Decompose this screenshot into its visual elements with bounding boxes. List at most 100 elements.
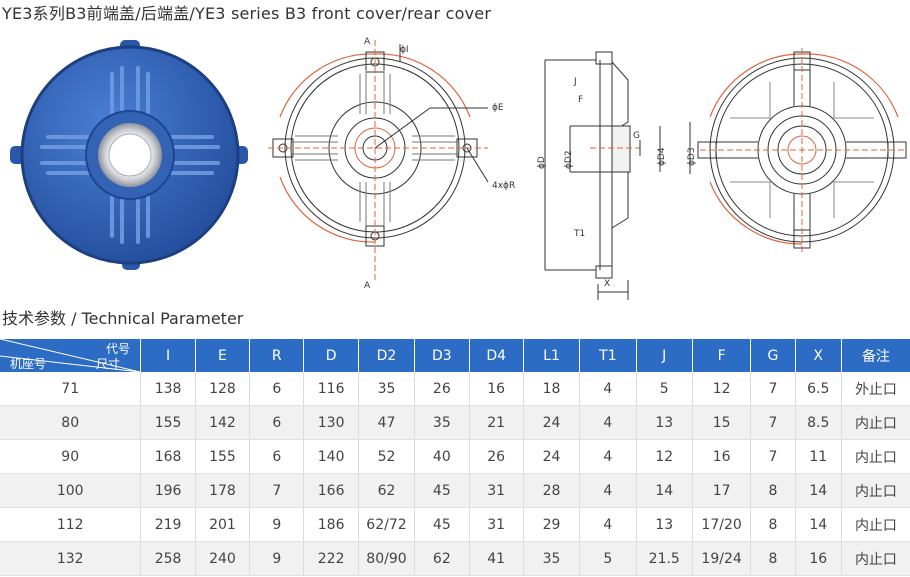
table-cell: 8 [750, 541, 796, 576]
table-cell: 128 [195, 372, 251, 406]
table-cell: 8 [750, 473, 796, 508]
phi-d-label: ϕD [537, 156, 547, 169]
table-cell: 140 [303, 439, 359, 474]
table-cell: 12 [692, 372, 752, 406]
corner-code-label: 代号 [105, 342, 130, 356]
table-cell: 186 [303, 507, 359, 542]
table-cell: 14 [636, 473, 693, 508]
table-cell: 21.5 [636, 541, 693, 576]
table-cell: 5 [579, 541, 637, 576]
table-cell: 90 [0, 439, 142, 474]
rear-view-drawing [697, 48, 907, 254]
front-view-drawing [268, 40, 489, 282]
section-a-top-label: A [364, 37, 371, 47]
table-cell: 5 [636, 372, 693, 406]
corner-frame-label: 机座号 [10, 357, 47, 371]
table-cell: 内止口 [841, 541, 910, 576]
table-cell: 41 [469, 541, 524, 576]
table-cell: 6 [249, 405, 305, 440]
drawings-area: A ϕI ϕE 4xϕR A J F ϕD ϕD2 G ϕD4 ϕD3 T1 X… [10, 37, 907, 300]
column-header: R [249, 339, 305, 372]
table-cell: 16 [469, 372, 524, 406]
phi-d2-label: ϕD2 [564, 150, 574, 169]
table-cell: 35 [358, 372, 416, 406]
table-cell: 130 [303, 405, 359, 440]
column-header: D2 [358, 339, 416, 372]
phi-i-label: ϕI [400, 45, 409, 55]
table-cell: 240 [195, 541, 251, 576]
table-cell: 12 [636, 439, 693, 474]
corner-size-label: 尺寸 [95, 357, 120, 371]
column-header: D4 [469, 339, 524, 372]
table-cell: 80/90 [358, 541, 416, 576]
table-cell: 31 [469, 507, 524, 542]
table-cell: 内止口 [841, 439, 910, 474]
table-cell: 45 [414, 473, 470, 508]
column-header: I [140, 339, 196, 372]
table-cell: 168 [140, 439, 196, 474]
table-cell: 9 [249, 541, 305, 576]
table-cell: 16 [692, 439, 752, 474]
table-cell: 9 [249, 507, 305, 542]
table-cell: 258 [140, 541, 196, 576]
table-cell: 7 [249, 473, 305, 508]
table-cell: 47 [358, 405, 416, 440]
parameter-table: 代号 尺寸 机座号 I E R D D2 D3 D4 L1 T1 J F G X… [0, 339, 910, 576]
j-label: J [573, 77, 577, 87]
column-header: D [303, 339, 359, 372]
t1-label: T1 [573, 229, 585, 239]
column-header: 备注 [841, 339, 910, 372]
table-cell: 35 [523, 541, 581, 576]
table-cell: 31 [469, 473, 524, 508]
table-cell: 19/24 [692, 541, 752, 576]
table-cell: 18 [523, 372, 581, 406]
table-cell: 13 [636, 507, 693, 542]
table-cell: 17 [692, 473, 752, 508]
phi-e-label: ϕE [492, 103, 504, 113]
table-cell: 13 [636, 405, 693, 440]
table-cell: 80 [0, 405, 142, 440]
table-cell: 26 [414, 372, 470, 406]
table-corner-header: 代号 尺寸 机座号 [0, 339, 142, 372]
column-header: T1 [579, 339, 637, 372]
table-cell: 内止口 [841, 507, 910, 542]
column-header: D3 [414, 339, 470, 372]
table-cell: 4 [579, 439, 637, 474]
table-cell: 178 [195, 473, 251, 508]
table-cell: 内止口 [841, 405, 910, 440]
phi-d3-label: ϕD3 [687, 147, 697, 166]
table-cell: 35 [414, 405, 470, 440]
table-cell: 外止口 [841, 372, 910, 406]
table-cell: 24 [523, 439, 581, 474]
table-cell: 196 [140, 473, 196, 508]
table-cell: 21 [469, 405, 524, 440]
section-title: 技术参数 / Technical Parameter [2, 309, 244, 328]
table-cell: 116 [303, 372, 359, 406]
table-header-row: 代号 尺寸 机座号 I E R D D2 D3 D4 L1 T1 J F G X… [0, 339, 910, 372]
table-cell: 6 [249, 439, 305, 474]
table-cell: 100 [0, 473, 142, 508]
table-cell: 138 [140, 372, 196, 406]
table-cell: 155 [195, 439, 251, 474]
table-cell: 62/72 [358, 507, 416, 542]
table-cell: 16 [795, 541, 842, 576]
table-cell: 8 [750, 507, 796, 542]
page-title: YE3系列B3前端盖/后端盖/YE3 series B3 front cover… [2, 4, 492, 23]
table-cell: 14 [795, 473, 842, 508]
table-cell: 132 [0, 541, 142, 576]
table-cell: 112 [0, 507, 142, 542]
table-cell: 6.5 [795, 372, 842, 406]
table-cell: 24 [523, 405, 581, 440]
table-cell: 11 [795, 439, 842, 474]
column-header: G [750, 339, 796, 372]
table-cell: 52 [358, 439, 416, 474]
table-cell: 4 [579, 372, 637, 406]
table-cell: 17/20 [692, 507, 752, 542]
table-cell: 45 [414, 507, 470, 542]
table-cell: 222 [303, 541, 359, 576]
